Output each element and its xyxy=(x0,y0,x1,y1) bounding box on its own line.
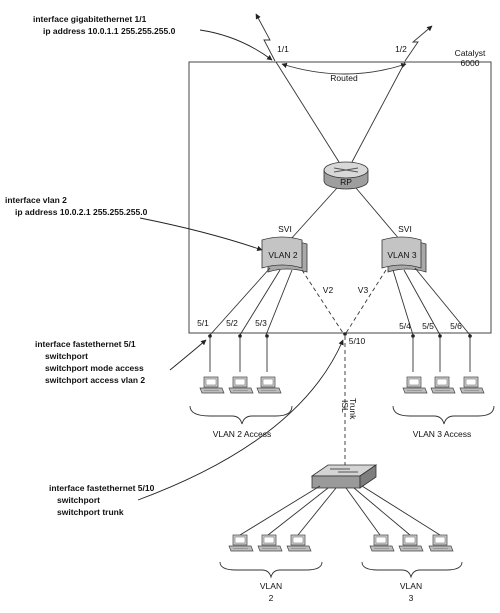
callout-vlan-ip: ip address 10.0.2.1 255.255.255.0 xyxy=(15,207,148,217)
link-vlan3-5-6 xyxy=(414,267,471,336)
pc-icon xyxy=(459,376,485,394)
pc-icon xyxy=(428,534,454,552)
link-vlan3-5-4 xyxy=(392,269,414,336)
vlan3-svi-box xyxy=(381,236,427,273)
port-5-1: 5/1 xyxy=(197,318,209,328)
callout-fa51-l1: switchport xyxy=(45,351,88,361)
sw-link-left-1 xyxy=(239,485,321,536)
isl-label: ISL xyxy=(340,400,350,413)
vlan3-svi-label: VLAN 3 xyxy=(387,250,417,260)
callout-fa510-cmd: interface fastethernet 5/10 xyxy=(49,483,155,493)
link-vlan2-5-3 xyxy=(265,269,293,336)
pc-icon xyxy=(257,534,283,552)
pc-icon xyxy=(398,534,424,552)
catalyst-name-line2: 6000 xyxy=(461,58,480,68)
callout-fa51-arrow xyxy=(169,339,207,371)
rp-label: RP xyxy=(340,177,352,187)
link-vlan2-5-2 xyxy=(239,269,281,336)
port-5-6: 5/6 xyxy=(450,321,462,331)
link-vlan3-5-5 xyxy=(403,269,441,336)
port-5-5: 5/5 xyxy=(422,321,434,331)
svi-left-label: SVI xyxy=(278,224,292,234)
access-switch xyxy=(310,464,378,489)
link-rp-to-vlan3 xyxy=(355,187,401,241)
callout-vlan-arrow xyxy=(139,217,263,251)
catalyst-chassis xyxy=(188,61,492,334)
bottom-vlan3-brace xyxy=(361,561,463,579)
port-1-1: 1/1 xyxy=(277,44,289,54)
svi-right-label: SVI xyxy=(398,224,412,234)
bottom-vlan2-pcs xyxy=(228,534,312,552)
sw-link-left-2 xyxy=(267,487,329,536)
callout-fa510-l2: switchport trunk xyxy=(57,507,124,517)
callout-fa51-cmd: interface fastethernet 5/1 xyxy=(35,339,136,349)
vlan3-access-label: VLAN 3 Access xyxy=(413,429,472,439)
catalyst-name-line1: Catalyst xyxy=(455,48,486,58)
pc-icon xyxy=(402,376,428,394)
callout-fa51-l3: switchport access vlan 2 xyxy=(45,375,145,385)
bottom-vlan2-label-line2: 2 xyxy=(269,593,274,603)
sw-link-right-1 xyxy=(345,487,381,536)
port-5-4: 5/4 xyxy=(399,321,411,331)
bottom-vlan3-label-line2: 3 xyxy=(409,593,414,603)
link-rp-to-vlan2 xyxy=(289,187,338,241)
pc-icon xyxy=(430,376,456,394)
bottom-vlan3-pcs xyxy=(369,534,454,552)
vlan2-access-pcs xyxy=(199,376,282,394)
callout-fa510-arrow xyxy=(137,339,344,501)
pc-icon xyxy=(369,534,395,552)
v2-label: V2 xyxy=(323,285,334,295)
sw-link-right-3 xyxy=(361,485,441,536)
pc-icon xyxy=(199,376,225,394)
callout-fa510-l1: switchport xyxy=(57,495,100,505)
sw-link-left-3 xyxy=(297,487,337,536)
pc-icon xyxy=(228,376,254,394)
vlan3-access-brace xyxy=(392,405,495,425)
port-5-2: 5/2 xyxy=(226,318,238,328)
link-1-1-to-rp xyxy=(275,61,340,163)
vlan2-access-label: VLAN 2 Access xyxy=(213,429,272,439)
link-vlan2-5-1 xyxy=(209,267,271,336)
routed-label: Routed xyxy=(330,73,358,83)
bottom-vlan2-brace xyxy=(219,561,323,579)
port-5-3: 5/3 xyxy=(255,318,267,328)
callout-gig-cmd: interface gigabitethernet 1/1 xyxy=(33,14,147,24)
uplink-left-lightning xyxy=(255,13,276,62)
route-processor-router xyxy=(323,161,369,190)
uplink-right-lightning xyxy=(404,25,433,62)
sw-link-right-2 xyxy=(353,487,411,536)
trunk-label: Trunk xyxy=(348,398,358,420)
callout-vlan-cmd: interface vlan 2 xyxy=(5,195,67,205)
callout-gig-arrow xyxy=(199,29,273,61)
link-vlan3-v3-trunk xyxy=(345,269,387,334)
v3-label: V3 xyxy=(358,285,369,295)
pc-icon xyxy=(256,376,282,394)
bottom-vlan2-label-line1: VLAN xyxy=(260,581,282,591)
callout-fa51-l2: switchport mode access xyxy=(45,363,144,373)
pc-icon xyxy=(286,534,312,552)
link-vlan2-v2-trunk xyxy=(301,269,344,334)
vlan2-access-brace xyxy=(189,405,293,425)
bottom-vlan3-label-line1: VLAN xyxy=(400,581,422,591)
vlan2-svi-label: VLAN 2 xyxy=(268,250,298,260)
vlan2-svi-box xyxy=(261,236,308,273)
pc-icon xyxy=(228,534,254,552)
vlan3-access-pcs xyxy=(402,376,485,394)
link-1-2-to-rp xyxy=(351,61,406,163)
port-5-10: 5/10 xyxy=(349,336,366,346)
routed-arc xyxy=(281,62,407,75)
callout-gig-ip: ip address 10.0.1.1 255.255.255.0 xyxy=(43,26,176,36)
port-1-2: 1/2 xyxy=(395,44,407,54)
